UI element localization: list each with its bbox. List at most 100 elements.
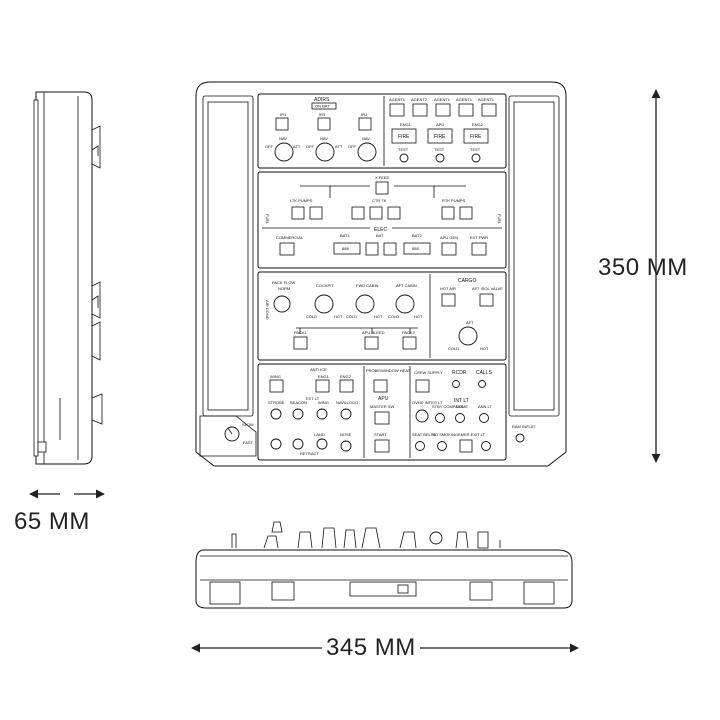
ovhd-integ-lt-knob[interactable]: [415, 409, 429, 423]
emer-exit-lt-label: EMER EXIT LT: [458, 432, 486, 437]
apu-start-button[interactable]: [374, 439, 390, 453]
no-smoking-switch[interactable]: [437, 441, 447, 451]
bat1-digits: 888: [342, 246, 349, 251]
pack-flow-label: PACK FLOW: [272, 280, 295, 285]
crew-supply-button[interactable]: [415, 379, 430, 393]
nose-switch[interactable]: [340, 440, 352, 452]
hot-air-button[interactable]: [441, 293, 456, 307]
seat-belts-switch[interactable]: [415, 441, 425, 451]
rtk-pump-1[interactable]: [441, 206, 455, 220]
ir2-mode-knob[interactable]: [357, 142, 377, 162]
apu-test-button[interactable]: [435, 153, 445, 163]
on-bat-label: ON BAT: [315, 104, 330, 109]
wing-lt-switch[interactable]: [316, 408, 328, 420]
apu-fire-button[interactable]: [427, 128, 453, 144]
agent-button-2[interactable]: [412, 103, 428, 117]
apu-master-button[interactable]: [374, 411, 390, 425]
pack1-button[interactable]: [293, 336, 308, 350]
apu-fire-label: FIRE: [434, 134, 446, 140]
ir3-button[interactable]: [317, 117, 331, 131]
wing-anti-ice-button[interactable]: [269, 379, 284, 393]
pack2-label: PACK2: [402, 330, 416, 335]
rtk-pump-2[interactable]: [459, 206, 473, 220]
eng1-fire-label: FIRE: [398, 134, 410, 140]
ann-lt-switch[interactable]: [479, 413, 489, 423]
apu-bleed-button[interactable]: [364, 336, 379, 350]
ram-inflat-area: RAM INFLAT: [512, 424, 536, 443]
rtk-pumps-label: RTK PUMPS: [442, 198, 466, 203]
width-dimension-label: 345 MM: [322, 634, 420, 662]
bat1-button[interactable]: [365, 242, 379, 256]
wing-label: WING: [270, 374, 281, 379]
fire-handles: ENG1 FIRE APU FIRE ENG2 FIRE TEST TEST T…: [391, 122, 489, 163]
nav-logo-switch[interactable]: [340, 408, 352, 420]
ir1-unit: IR1 NAV OFF ATT: [265, 112, 301, 162]
aft-cabin-temp-knob[interactable]: [395, 294, 415, 314]
land-left-switch[interactable]: [270, 438, 282, 450]
bat1-label: BAT1: [340, 233, 350, 238]
ltk-pump-2[interactable]: [309, 206, 323, 220]
cockpit-cold-label: COLD: [306, 314, 317, 319]
pack2-button[interactable]: [402, 336, 417, 350]
emer-exit-lt-switch[interactable]: [481, 441, 491, 451]
aft-isol-valve-button[interactable]: [479, 293, 494, 307]
land-right-switch[interactable]: [316, 438, 328, 450]
aft-cabin-cold-label: COLD: [388, 314, 399, 319]
x-feed-button[interactable]: [375, 181, 389, 195]
ir1-button[interactable]: [275, 117, 289, 131]
ctr-mode-sel[interactable]: [369, 206, 383, 220]
pack1-label: PACK1: [294, 330, 308, 335]
fast-label: FAST: [243, 440, 254, 445]
agent-button-3[interactable]: [435, 103, 451, 117]
cockpit-temp-knob[interactable]: [314, 294, 334, 314]
apu-gen-button[interactable]: [441, 242, 457, 256]
apu-test-label: TEST: [434, 147, 445, 152]
left-speaker-grille: [202, 95, 254, 417]
ctr-pump-1[interactable]: [351, 206, 365, 220]
fire-agents: AGENT1 AGENT2 AGENT1 AGENT1 AGENT1: [389, 97, 497, 117]
strobe-switch[interactable]: [270, 408, 282, 420]
bat-label: BAT: [376, 233, 384, 238]
aft-isol-valve-label: AFT ISOL VALVE: [472, 286, 503, 291]
beacon-switch[interactable]: [292, 408, 304, 420]
eng1-fire-button[interactable]: [391, 128, 417, 144]
ir1-nav-label: NAV: [279, 136, 287, 141]
agent-button-1[interactable]: [389, 103, 405, 117]
ram-inflat-button[interactable]: [515, 433, 525, 443]
ir2-unit: IR2 NAV OFF: [348, 112, 377, 162]
probe-heat-button[interactable]: [373, 379, 388, 393]
ctr-pump-2[interactable]: [387, 206, 401, 220]
fwd-cabin-temp-knob[interactable]: [355, 294, 375, 314]
ovhd-integ-lt-label: OVHD INTEG LT: [412, 400, 443, 405]
emer-exit-lt-button[interactable]: [459, 439, 473, 453]
wing-lt-label: WING: [318, 400, 329, 405]
stby-compass-switch[interactable]: [435, 413, 445, 423]
eng2-anti-ice-button[interactable]: [339, 379, 354, 393]
calls-button[interactable]: [478, 380, 486, 388]
eng2-test-button[interactable]: [471, 153, 481, 163]
ir1-mode-knob[interactable]: [274, 142, 294, 162]
ext-pwr-button[interactable]: [471, 242, 487, 256]
rcdr-button[interactable]: [452, 380, 460, 388]
land-center-switch[interactable]: [292, 438, 304, 450]
cargo-title: CARGO: [458, 278, 476, 284]
eng1-anti-ice-label: ENG1: [318, 374, 330, 379]
ir2-button[interactable]: [358, 117, 372, 131]
eng1-test-button[interactable]: [399, 153, 409, 163]
agent-button-5[interactable]: [481, 103, 497, 117]
ir3-mode-knob[interactable]: [315, 142, 335, 162]
ltk-pump-1[interactable]: [291, 206, 305, 220]
eng2-fire-button[interactable]: [463, 128, 489, 144]
commercial-button[interactable]: [279, 242, 295, 256]
aft-cabin-hot-label: HOT: [414, 314, 423, 319]
cargo-temp-knob[interactable]: [458, 326, 478, 346]
adirs-title: ADIRS: [314, 97, 330, 103]
front-view: SLOW FAST RAM INFLAT ADIRS ON BAT IR1 NA…: [195, 81, 567, 467]
bat2-button[interactable]: [383, 242, 397, 256]
dome-switch[interactable]: [455, 413, 465, 423]
eng1-anti-ice-button[interactable]: [315, 379, 330, 393]
agent-button-4[interactable]: [458, 103, 474, 117]
apu-fire-section: APU: [436, 122, 444, 127]
pack-flow-knob[interactable]: [273, 295, 291, 313]
bottom-view: [195, 521, 573, 609]
